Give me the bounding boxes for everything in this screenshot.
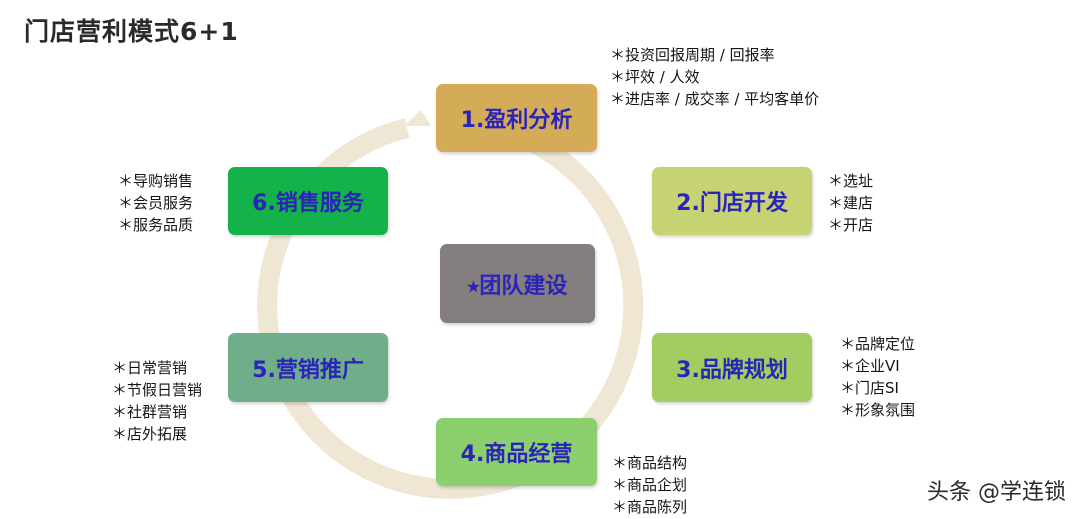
step-label: 5.营销推广	[252, 357, 364, 383]
step-notes-brand-planning: ＊品牌定位 ＊企业VI ＊门店SI ＊形象氛围	[840, 333, 915, 421]
note-item: ＊企业VI	[840, 357, 900, 375]
note-item: ＊服务品质	[118, 216, 194, 234]
note-item: ＊坪效 / 人效	[610, 68, 700, 86]
step-box-store-development: 2.门店开发	[652, 167, 812, 235]
step-notes-store-development: ＊选址 ＊建店 ＊开店	[828, 170, 873, 236]
step-label: 4.商品经营	[460, 442, 573, 467]
note-item: ＊社群营销	[112, 403, 188, 421]
note-item: ＊门店SI	[840, 379, 899, 397]
step-box-marketing-promotion: 5.营销推广	[228, 333, 388, 402]
watermark: 头条 @学连锁	[927, 480, 1066, 505]
note-item: ＊进店率 / 成交率 / 平均客单价	[610, 90, 820, 108]
note-item: ＊选址	[828, 172, 874, 190]
step-box-profit-analysis: 1.盈利分析	[436, 84, 597, 152]
note-item: ＊节假日营销	[112, 381, 203, 399]
center-box-team-building: ⭑团队建设	[440, 244, 595, 323]
step-label: 1.盈利分析	[460, 108, 573, 133]
step-label: 3.品牌规划	[676, 357, 788, 383]
note-item: ＊投资回报周期 / 回报率	[610, 46, 775, 64]
note-item: ＊商品企划	[612, 476, 688, 494]
note-item: ＊店外拓展	[112, 425, 188, 443]
note-item: ＊商品陈列	[612, 498, 688, 516]
note-item: ＊日常营销	[112, 359, 188, 377]
note-item: ＊形象氛围	[840, 401, 916, 419]
note-item: ＊会员服务	[118, 194, 194, 212]
step-notes-sales-service: ＊导购销售 ＊会员服务 ＊服务品质	[118, 170, 193, 236]
note-item: ＊导购销售	[118, 172, 194, 190]
step-notes-profit-analysis: ＊投资回报周期 / 回报率 ＊坪效 / 人效 ＊进店率 / 成交率 / 平均客单…	[610, 44, 819, 110]
step-label: 6.销售服务	[252, 191, 364, 216]
note-item: ＊开店	[828, 216, 874, 234]
step-box-merchandise-management: 4.商品经营	[436, 418, 597, 486]
step-label: 2.门店开发	[676, 191, 788, 216]
step-box-brand-planning: 3.品牌规划	[652, 333, 812, 402]
page-title: 门店营利模式6+1	[24, 17, 239, 46]
note-item: ＊商品结构	[612, 454, 688, 472]
step-notes-marketing-promotion: ＊日常营销 ＊节假日营销 ＊社群营销 ＊店外拓展	[112, 357, 202, 445]
note-item: ＊建店	[828, 194, 874, 212]
note-item: ＊品牌定位	[840, 335, 916, 353]
step-notes-merchandise-management: ＊商品结构 ＊商品企划 ＊商品陈列	[612, 452, 687, 518]
center-label: ⭑团队建设	[467, 273, 568, 299]
step-box-sales-service: 6.销售服务	[228, 167, 388, 235]
